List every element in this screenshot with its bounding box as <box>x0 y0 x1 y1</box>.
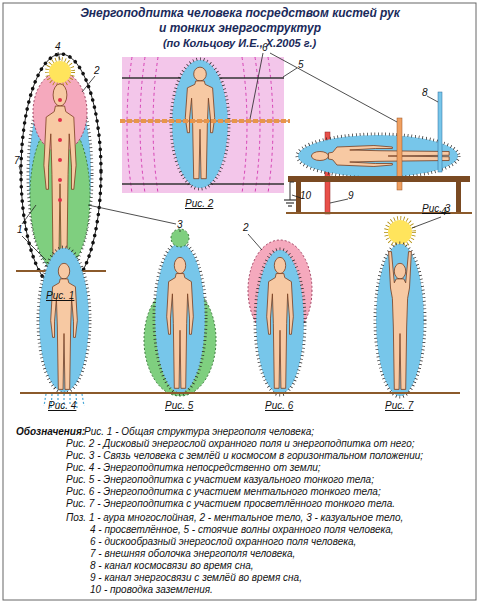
callout-number: 7 <box>14 155 20 166</box>
legend-line: Рис. 6 - Энергоподпитка с участием мента… <box>66 486 381 497</box>
legend-line: 7 - внешняя оболочка энергополя человека… <box>90 548 295 559</box>
callout-number: 8 <box>422 87 428 98</box>
legend-line: Рис. 4 - Энергоподпитка непосредственно … <box>66 462 321 473</box>
callout-number: 1 <box>17 224 23 235</box>
figure-label: Рис. 5 <box>165 400 193 411</box>
callout-number: 2 <box>243 222 249 233</box>
legend-line: Рис. 2 - Дисковый энергослой охранного п… <box>66 438 415 449</box>
figure-label: Рис. 6 <box>265 400 293 411</box>
callout-number: 4 <box>441 206 447 217</box>
title: Энергоподпитка человека посредством кист… <box>80 6 400 36</box>
subtitle: (по Кольцову И.Е., Х.2005 г.) <box>0 37 479 49</box>
callout-number: 5 <box>298 59 304 70</box>
callout-number: 9 <box>348 190 354 201</box>
legend-line: 6 - дискообразный энергослой охранного п… <box>90 536 356 547</box>
legend-heading: Обозначения: <box>16 426 85 437</box>
legend-line: 8 - канал космосвязи во время сна, <box>90 560 254 571</box>
legend-line: Рис. 7 - Энергоподпитка с участием просв… <box>66 498 395 509</box>
figure-label: Рис. 1 <box>46 290 74 301</box>
callout-number: 10 <box>300 190 311 201</box>
legend-line: 9 - канал энергосвязи с землёй во время … <box>90 572 302 583</box>
callout-number: 2 <box>94 65 100 76</box>
legend-line: 10 - проводка заземления. <box>90 584 213 595</box>
legend-line: Рис. 1 - Общая структура энергополя чело… <box>84 426 314 437</box>
legend-line: Рис. 5 - Энергоподпитка с участием казуа… <box>66 474 374 485</box>
figure-label: Рис. 7 <box>385 400 413 411</box>
legend-line: Рис. 3 - Связь человека с землёй и космо… <box>66 450 423 461</box>
figure-label: Рис. 4 <box>48 400 76 411</box>
callout-number: 4 <box>55 41 61 52</box>
callout-number: 6 <box>262 42 268 53</box>
figure-label: Рис. 2 <box>185 198 213 209</box>
callout-number: 3 <box>177 219 183 230</box>
legend-line: 4 - просветлённое, 5 - стоячие волны охр… <box>90 524 394 535</box>
legend-line: Поз. 1 - аура многослойная, 2 - ментальн… <box>66 512 403 523</box>
